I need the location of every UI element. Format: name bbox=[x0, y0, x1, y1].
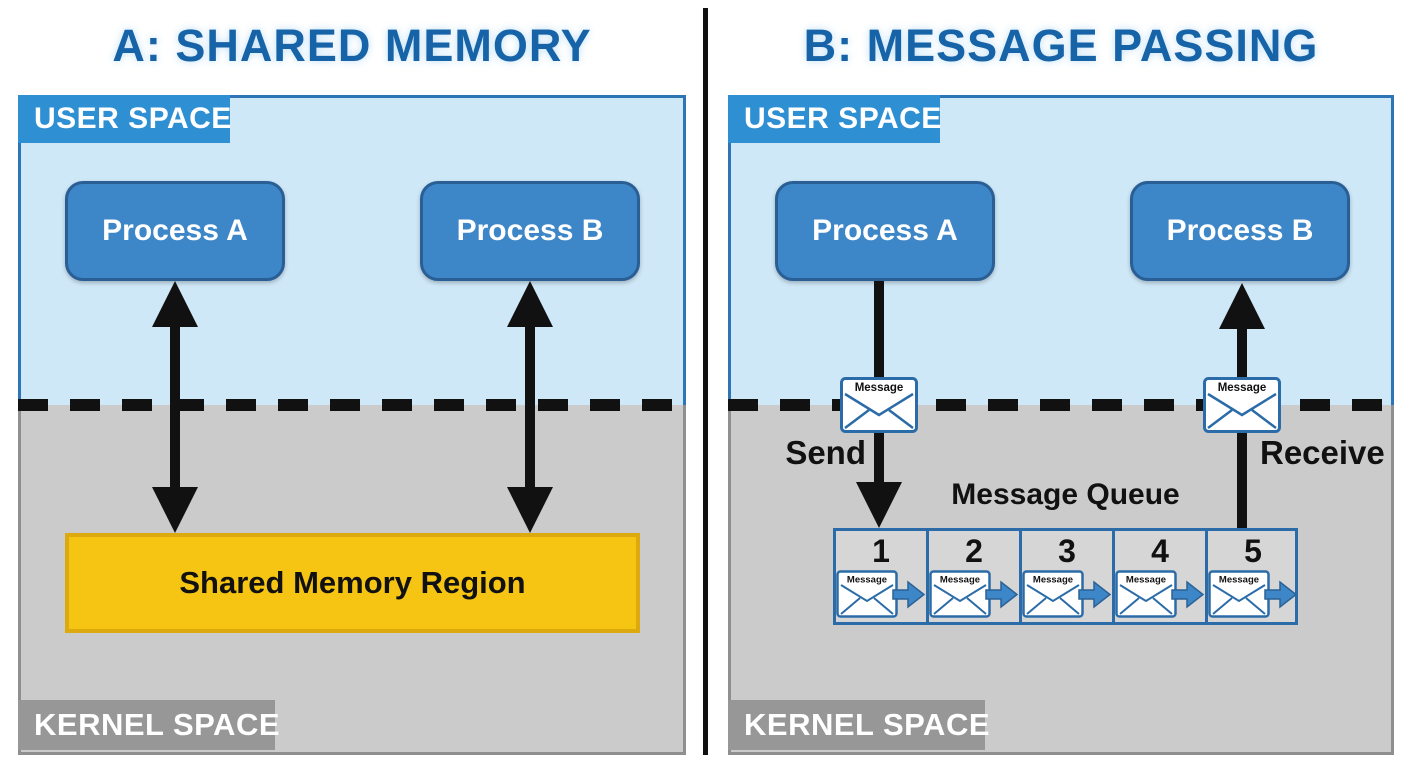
panel-a-process-b-label: Process B bbox=[456, 214, 604, 247]
arrow-down-head bbox=[507, 487, 553, 533]
panel-a-user-space-label: USER SPACE bbox=[18, 95, 231, 143]
queue-slot-3-number: 3 bbox=[1058, 533, 1076, 569]
receive-message-envelope-icon: Message bbox=[1203, 377, 1281, 433]
queue-slot-5: 5 Message bbox=[1205, 531, 1298, 622]
panel-b-process-a-box: Process A bbox=[775, 181, 995, 281]
arrow-down-head bbox=[152, 487, 198, 533]
panel-a-user-kernel-boundary bbox=[18, 399, 686, 411]
send-envelope-label: Message bbox=[855, 382, 904, 394]
shared-memory-region-label: Shared Memory Region bbox=[179, 565, 526, 600]
panel-b-process-b-box: Process B bbox=[1130, 181, 1350, 281]
panel-b-title: B: MESSAGE PASSING bbox=[803, 20, 1319, 71]
message-queue: 1 Message 2 Message bbox=[833, 528, 1298, 625]
arrow-shaft bbox=[170, 305, 180, 505]
send-message-envelope-icon: Message bbox=[840, 377, 918, 433]
panel-b-user-space-label: USER SPACE bbox=[728, 95, 941, 143]
arrow-down-head bbox=[856, 482, 902, 528]
panel-b-process-b-label: Process B bbox=[1166, 214, 1314, 247]
envelope-forward-arrow-icon bbox=[1078, 580, 1112, 609]
panel-a-shared-memory: USER SPACE Process A Process B Shared Me… bbox=[18, 95, 686, 755]
queue-slot-5-envelope-label: Message bbox=[1219, 575, 1259, 586]
envelope-forward-arrow-icon bbox=[1264, 580, 1298, 609]
queue-slot-5-envelope-icon: Message bbox=[1208, 570, 1298, 618]
panel-b-message-passing: USER SPACE Process A Process B Message bbox=[728, 95, 1394, 755]
queue-slot-3: 3 Message bbox=[1019, 531, 1112, 622]
panel-a-title: A: SHARED MEMORY bbox=[112, 20, 592, 71]
panel-divider-line bbox=[703, 8, 708, 755]
envelope-forward-arrow-icon bbox=[1171, 580, 1205, 609]
queue-slot-1: 1 Message bbox=[836, 531, 926, 622]
queue-slot-1-envelope-label: Message bbox=[847, 575, 887, 586]
envelope-forward-arrow-icon bbox=[985, 580, 1019, 609]
shared-memory-region-box: Shared Memory Region bbox=[65, 533, 640, 633]
queue-slot-3-envelope-label: Message bbox=[1033, 575, 1073, 586]
queue-slot-1-number: 1 bbox=[872, 533, 890, 569]
queue-slot-4-number: 4 bbox=[1151, 533, 1169, 569]
receive-label: Receive bbox=[1260, 434, 1385, 471]
panel-a-process-b-box: Process B bbox=[420, 181, 640, 281]
panel-a-process-a-box: Process A bbox=[65, 181, 285, 281]
queue-slot-5-number: 5 bbox=[1244, 533, 1262, 569]
queue-slot-2-number: 2 bbox=[965, 533, 983, 569]
queue-slot-2-envelope-icon: Message bbox=[929, 570, 1019, 618]
panel-b-process-a-label: Process A bbox=[812, 214, 958, 247]
panel-a-process-a-label: Process A bbox=[102, 214, 248, 247]
panel-a-kernel-space-label: KERNEL SPACE bbox=[18, 700, 280, 750]
message-queue-title: Message Queue bbox=[951, 478, 1180, 511]
queue-slot-4: 4 Message bbox=[1112, 531, 1205, 622]
queue-slot-3-envelope-icon: Message bbox=[1022, 570, 1112, 618]
queue-slot-2-envelope-label: Message bbox=[940, 575, 980, 586]
queue-slot-4-envelope-label: Message bbox=[1126, 575, 1166, 586]
arrow-up-head bbox=[1219, 283, 1265, 329]
queue-slot-1-envelope-icon: Message bbox=[836, 570, 926, 618]
arrow-shaft bbox=[525, 305, 535, 505]
queue-slot-2: 2 Message bbox=[926, 531, 1019, 622]
panel-b-user-kernel-boundary bbox=[728, 399, 1394, 411]
receive-envelope-label: Message bbox=[1218, 382, 1267, 394]
send-label: Send bbox=[785, 434, 866, 471]
panel-b-kernel-space-label: KERNEL SPACE bbox=[728, 700, 990, 750]
queue-slot-4-envelope-icon: Message bbox=[1115, 570, 1205, 618]
envelope-forward-arrow-icon bbox=[892, 580, 926, 609]
